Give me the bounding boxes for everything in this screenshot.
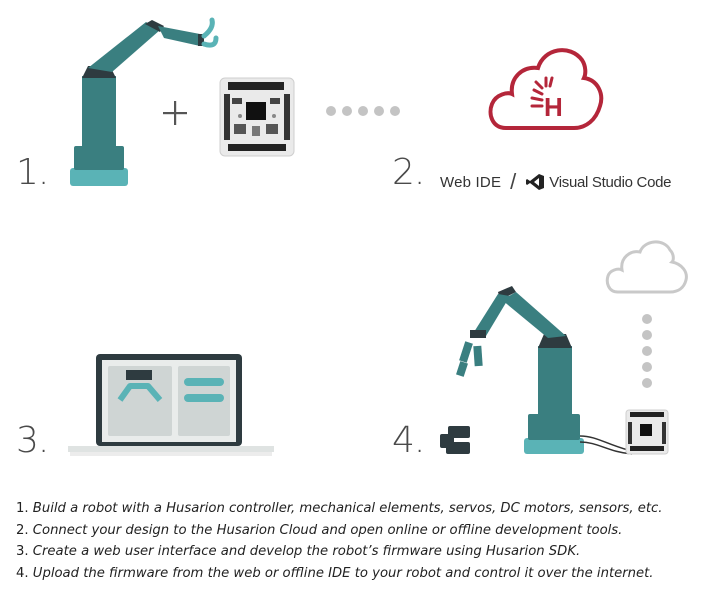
ide-options: Web IDE / Visual Studio Code (440, 168, 672, 196)
step-captions: 1. Build a robot with a Husarion control… (16, 498, 663, 584)
controller-board-icon (219, 77, 295, 157)
ide-separator: / (510, 169, 517, 194)
step-number-4: 4. (392, 420, 425, 461)
plus-icon (163, 101, 187, 125)
caption-3: 3. Create a web user interface and devel… (16, 544, 581, 559)
web-ide-label: Web IDE (440, 173, 502, 191)
cloud-icon (605, 240, 688, 294)
vscode-label: Visual Studio Code (549, 173, 672, 191)
caption-2: 2. Connect your design to the Husarion C… (16, 522, 623, 538)
step-number-3: 3. (16, 420, 49, 461)
caption-1: 1. Build a robot with a Husarion control… (16, 501, 663, 516)
blocks-icon (440, 426, 470, 454)
caption-4: 4. Upload the firmware from the web or o… (16, 565, 654, 581)
vscode-icon (526, 174, 545, 190)
dots-icon (326, 106, 400, 116)
step-number-2: 2. (392, 152, 425, 193)
husarion-h-letter: H (544, 92, 563, 122)
husarion-cloud-icon: H (488, 48, 604, 130)
robot-arm-4-icon (456, 286, 669, 455)
step-number-1: 1. (16, 152, 49, 193)
vertical-dots-icon (642, 314, 652, 388)
robot-arm-icon (70, 17, 219, 186)
laptop-icon (68, 354, 274, 456)
